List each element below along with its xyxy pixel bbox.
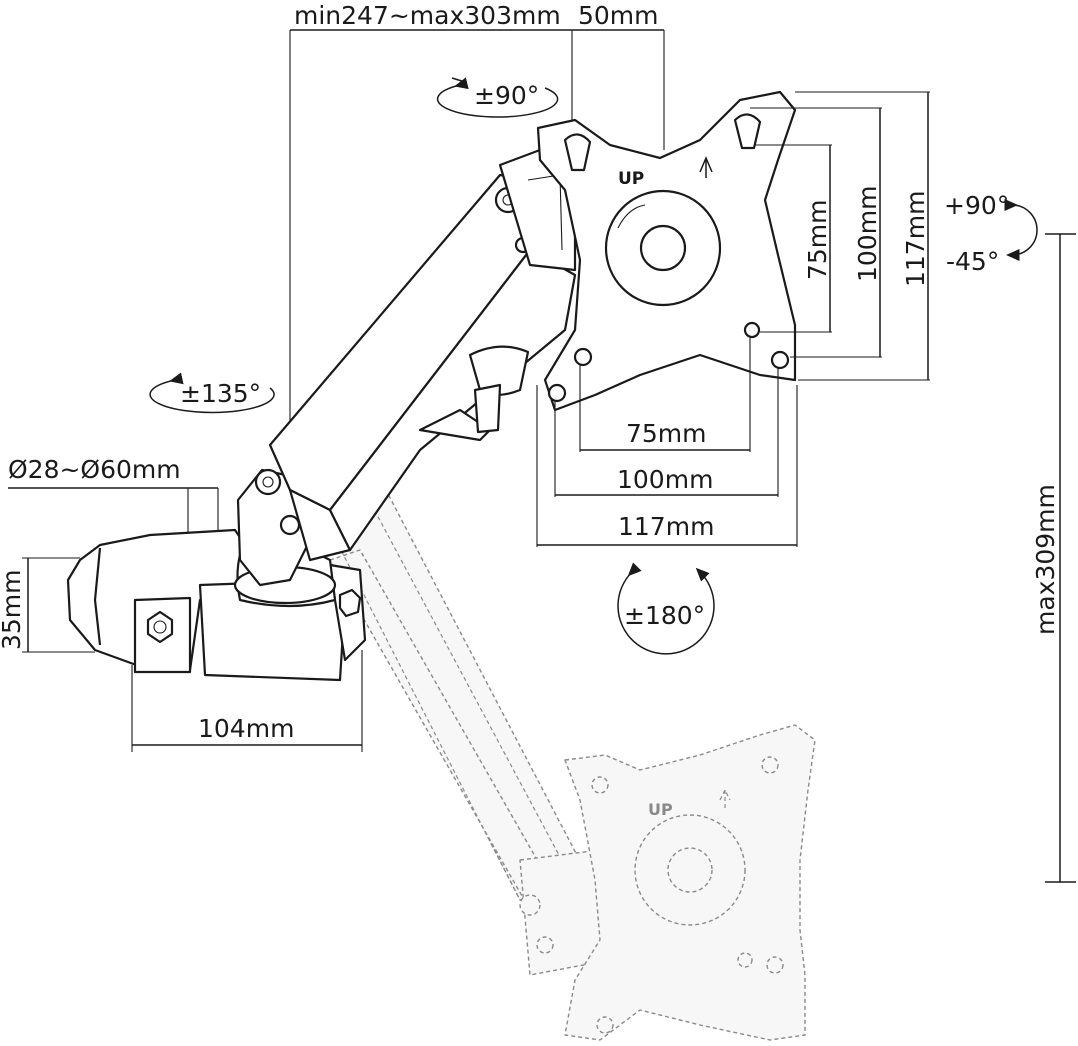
vesa-h100-label: 100mm	[617, 465, 713, 494]
tilt-rotation-indicator: ±90°	[436, 77, 559, 118]
pole-diameter-label: Ø28~Ø60mm	[8, 455, 181, 484]
vesa-v117-label: 117mm	[901, 191, 930, 287]
ghost-up-mark: UP	[648, 800, 673, 819]
vesa-h117-label: 117mm	[618, 512, 714, 541]
max-height-label: max309mm	[1031, 484, 1060, 635]
ghost-lowered-arm	[299, 449, 611, 976]
swivel-label: ±180°	[624, 601, 705, 630]
tilt-indicator: +90° -45°	[944, 191, 1038, 276]
vesa-v75-label: 75mm	[803, 199, 832, 280]
up-mark: UP	[618, 169, 644, 189]
tilt-up-label: +90°	[944, 191, 1009, 220]
gas-spring-arm	[236, 148, 577, 587]
vesa-plate: UP	[536, 90, 797, 412]
swivel-indicator: ±180°	[617, 562, 715, 655]
vesa-horizontal-dimensions: 75mm 100mm 117mm	[536, 338, 798, 547]
tilt-down-label: -45°	[946, 247, 999, 276]
pole-diameter-dimension: Ø28~Ø60mm	[8, 455, 219, 535]
max-height-dimension: max309mm	[1031, 233, 1076, 883]
vesa-v100-label: 100mm	[853, 186, 882, 282]
tilt-rotation-label: ±90°	[474, 81, 539, 110]
clamp-height-dimension: 35mm	[0, 557, 95, 653]
clamp-width-label: 104mm	[198, 714, 294, 743]
ghost-vesa-plate: UP	[564, 724, 816, 1041]
arm-rotation-label: ±135°	[180, 379, 261, 408]
reach-label: min247~max303mm	[294, 1, 561, 30]
clamp-height-label: 35mm	[0, 569, 26, 650]
vesa-vertical-dimensions: 75mm 100mm 117mm	[750, 91, 930, 381]
arm-rotation-indicator: ±135°	[149, 372, 275, 414]
plate-offset-label: 50mm	[578, 1, 659, 30]
reach-dimension: min247~max303mm 50mm	[289, 1, 665, 430]
vesa-h75-label: 75mm	[626, 419, 707, 448]
clamp-width-dimension: 104mm	[131, 650, 363, 752]
